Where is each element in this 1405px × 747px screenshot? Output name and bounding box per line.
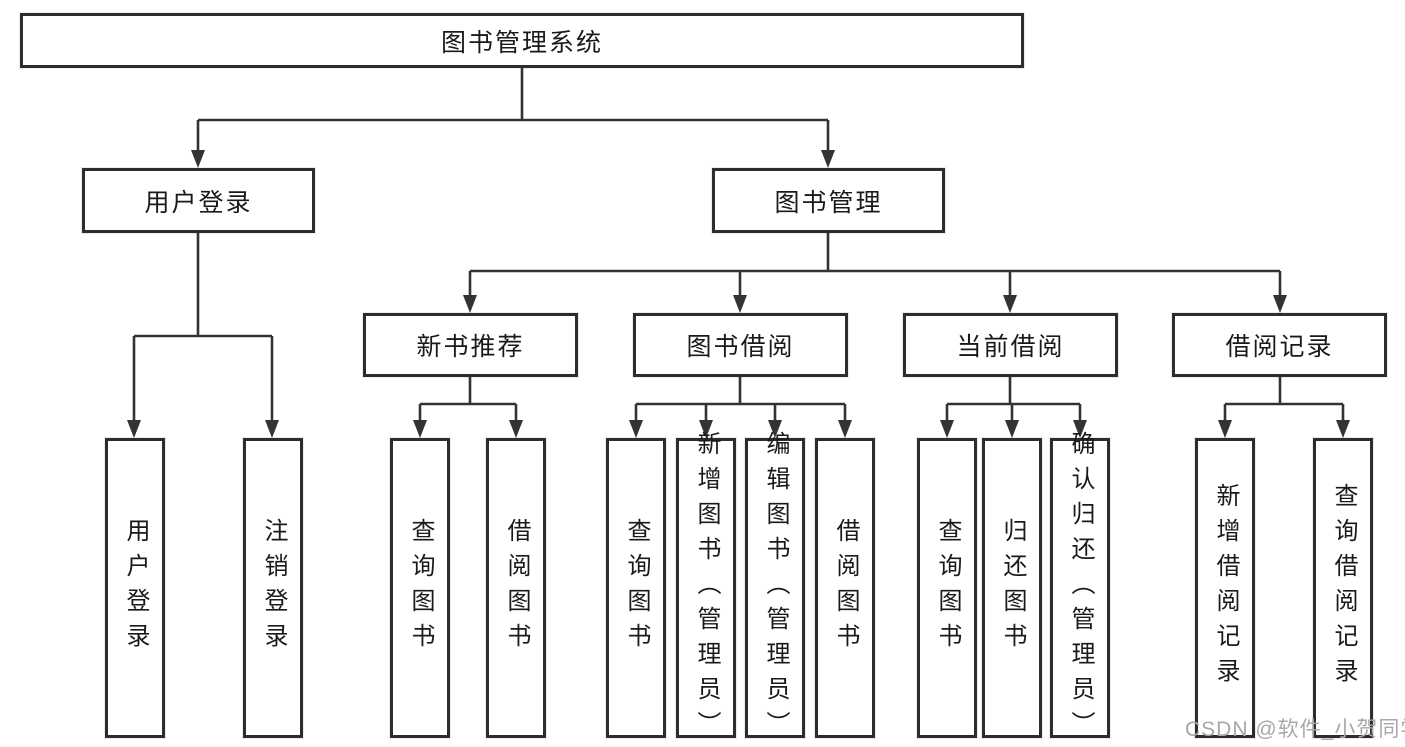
leaf-logout: 注销登录 xyxy=(243,438,303,738)
connector-book-management xyxy=(470,233,1280,273)
leaf-user-login: 用户登录 xyxy=(105,438,165,738)
arrow-head xyxy=(821,150,835,168)
leaf-label: 注销登录 xyxy=(260,518,287,658)
leaf-borrow-query-books: 查询图书 xyxy=(606,438,666,738)
leaf-borrow-borrow-books: 借阅图书 xyxy=(815,438,875,738)
arrow-head xyxy=(1218,420,1232,438)
arrow-head xyxy=(127,420,141,438)
node-book-management: 图书管理 xyxy=(712,168,945,233)
node-label: 借阅记录 xyxy=(1225,333,1334,361)
leaf-label: 查询图书 xyxy=(623,518,650,658)
node-label: 当前借阅 xyxy=(956,333,1065,361)
arrow-head xyxy=(265,420,279,438)
connector-book-borrow xyxy=(636,377,845,406)
leaf-query-borrow-record: 查询借阅记录 xyxy=(1313,438,1373,738)
arrow-head xyxy=(699,420,713,438)
arrow-head xyxy=(629,420,643,438)
node-book-borrow: 图书借阅 xyxy=(633,313,848,377)
arrow-head xyxy=(413,420,427,438)
leaf-label: 确认归还（管理员） xyxy=(1067,430,1094,746)
node-label: 新书推荐 xyxy=(416,333,525,361)
node-library-system: 图书管理系统 xyxy=(20,13,1024,68)
leaf-label: 查询图书 xyxy=(934,518,961,658)
connector-new-book-recommend xyxy=(420,377,516,406)
leaf-current-query-books: 查询图书 xyxy=(917,438,977,738)
leaf-label: 借阅图书 xyxy=(503,518,530,658)
arrow-head xyxy=(509,420,523,438)
node-label: 图书借阅 xyxy=(686,333,795,361)
connector-user-login xyxy=(134,233,272,338)
leaf-add-borrow-record: 新增借阅记录 xyxy=(1195,438,1255,738)
node-label: 图书管理 xyxy=(774,188,883,217)
leaf-return-books: 归还图书 xyxy=(982,438,1042,738)
csdn-watermark: CSDN @软件_小贺同学 xyxy=(1185,718,1405,741)
leaf-label: 查询借阅记录 xyxy=(1330,483,1357,693)
connector-current-borrow xyxy=(947,377,1080,406)
arrow-head xyxy=(1073,420,1087,438)
connector-borrow-records xyxy=(1225,377,1343,406)
node-current-borrow: 当前借阅 xyxy=(903,313,1118,377)
leaf-label: 借阅图书 xyxy=(832,518,859,658)
arrow-head xyxy=(1336,420,1350,438)
node-label: 用户登录 xyxy=(144,188,253,217)
leaf-label: 编辑图书（管理员） xyxy=(762,430,789,746)
leaf-recommend-borrow-books: 借阅图书 xyxy=(486,438,546,738)
arrow-head xyxy=(1003,295,1017,313)
arrow-head xyxy=(463,295,477,313)
arrow-head xyxy=(1005,420,1019,438)
node-borrow-records: 借阅记录 xyxy=(1172,313,1387,377)
leaf-label: 新增图书（管理员） xyxy=(693,430,720,746)
node-label: 图书管理系统 xyxy=(440,28,603,57)
leaf-label: 新增借阅记录 xyxy=(1212,483,1239,693)
arrow-head xyxy=(1273,295,1287,313)
leaf-confirm-return-admin: 确认归还（管理员） xyxy=(1050,431,1110,746)
leaf-edit-book-admin: 编辑图书（管理员） xyxy=(745,431,805,746)
arrow-head xyxy=(733,295,747,313)
arrow-head xyxy=(940,420,954,438)
leaf-label: 归还图书 xyxy=(999,518,1026,658)
node-user-login: 用户登录 xyxy=(82,168,315,233)
arrow-head xyxy=(838,420,852,438)
leaf-add-book-admin: 新增图书（管理员） xyxy=(676,431,736,746)
arrow-head xyxy=(191,150,205,168)
leaf-recommend-query-books: 查询图书 xyxy=(390,438,450,738)
leaf-label: 用户登录 xyxy=(122,518,149,658)
connector-root xyxy=(198,68,828,122)
node-new-book-recommend: 新书推荐 xyxy=(363,313,578,377)
leaf-label: 查询图书 xyxy=(407,518,434,658)
arrow-head xyxy=(768,420,782,438)
